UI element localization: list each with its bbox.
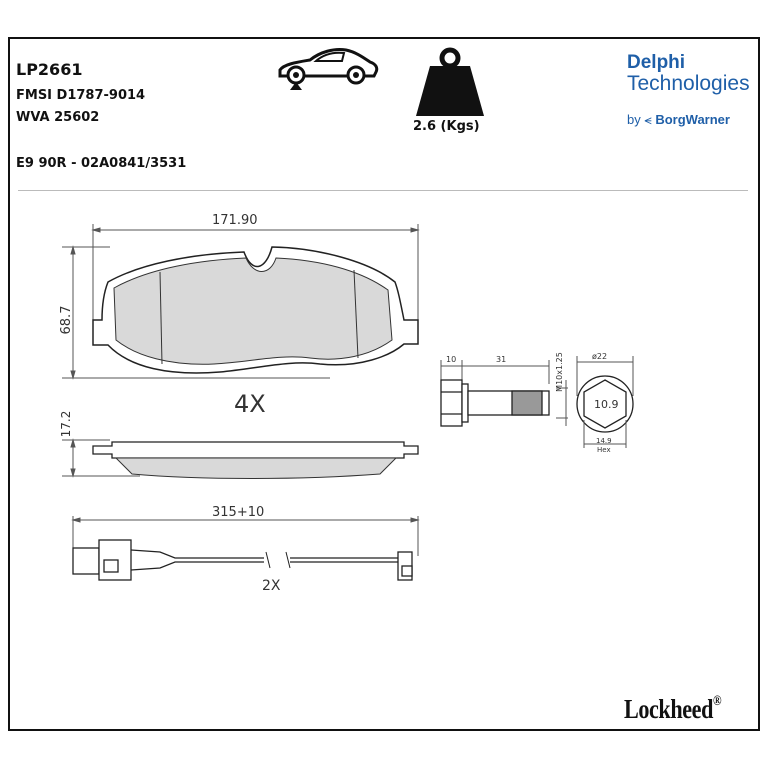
borgwarner-icon: ⪪ (644, 112, 652, 127)
pad-quantity-label: 4X (234, 390, 266, 418)
registered-mark: ® (712, 694, 722, 709)
brand-delphi: Delphi (627, 52, 686, 73)
header-divider (18, 190, 748, 191)
sensor-length-label: 315+10 (212, 505, 264, 520)
lockheed-logo: Lockheed® (624, 694, 722, 725)
part-number: LP2661 (16, 60, 83, 79)
byline-by: by (627, 112, 641, 127)
bolt-side-view (440, 379, 550, 427)
pad-side-friction (114, 457, 398, 479)
bolt-end-view (576, 375, 634, 433)
bolt-hex-word: Hex (597, 446, 611, 454)
pad-width-label: 171.90 (212, 213, 258, 228)
brand-technologies: Technologies (627, 72, 750, 95)
drawing-frame (8, 37, 760, 731)
wva-code: WVA 25602 (16, 110, 100, 125)
brand-byline: by ⪪ BorgWarner (627, 112, 730, 128)
byline-partner: BorgWarner (655, 112, 730, 127)
weight-value: 2.6 (Kgs) (413, 119, 480, 134)
friction-material (113, 257, 393, 365)
pad-thickness-label: 17.2 (59, 411, 73, 438)
bolt-diameter-label: ø22 (592, 352, 607, 361)
fmsi-code: FMSI D1787-9014 (16, 88, 146, 103)
pad-side-plate (92, 441, 419, 459)
ece-approval: E9 90R - 02A0841/3531 (16, 156, 187, 171)
bolt-head-length-label: 10 (446, 355, 456, 364)
bolt-thread-label: M10x1.25 (555, 352, 564, 392)
wear-sensor (72, 539, 413, 581)
bolt-inner-label: 10.9 (594, 398, 619, 411)
bolt-shank-length-label: 31 (496, 355, 506, 364)
bolt-hex-label: 14.9 (596, 437, 612, 445)
weight-icon (416, 47, 484, 116)
sensor-quantity-label: 2X (262, 578, 281, 594)
lockheed-logo-text: Lockheed (624, 694, 713, 724)
car-front-axle-icon (278, 48, 379, 90)
pad-height-label: 68.7 (59, 306, 74, 335)
